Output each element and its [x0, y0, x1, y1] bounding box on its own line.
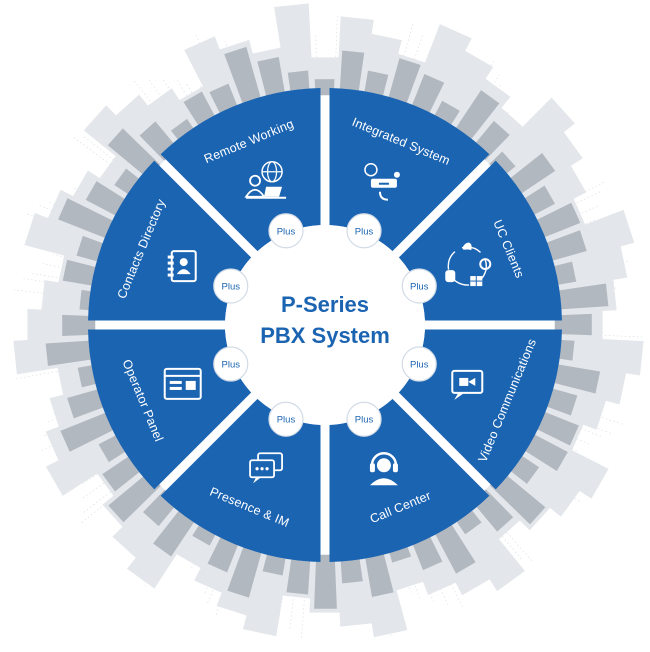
plus-connector: Plus	[401, 268, 437, 304]
plus-connector: Plus	[346, 401, 382, 437]
radial-bar	[432, 519, 476, 574]
segment-operator-panel	[88, 329, 252, 490]
plus-label: Plus	[410, 360, 429, 371]
segment-contacts-directory	[88, 160, 252, 321]
radial-bar	[531, 409, 579, 446]
remote-worker-icon	[244, 160, 287, 199]
radial-bar	[58, 198, 119, 241]
ray-line	[401, 32, 424, 98]
segment-video-communications	[398, 329, 562, 490]
ray-line	[278, 562, 289, 621]
radial-bar	[489, 471, 546, 525]
radial-bar	[153, 505, 198, 557]
radial-bar	[62, 314, 96, 337]
video-call-icon	[451, 369, 484, 400]
ray-line	[83, 472, 136, 513]
ray-line	[479, 508, 524, 562]
segment-uc-clients	[398, 160, 562, 321]
ray-line	[82, 135, 137, 178]
radial-bar	[339, 50, 365, 98]
hub-circle	[225, 225, 425, 425]
crm-server-icon	[364, 162, 400, 201]
plus-label: Plus	[277, 415, 296, 426]
headset-agent-icon	[369, 452, 398, 486]
chat-bubbles-icon	[249, 452, 283, 484]
plus-connector: Plus	[213, 268, 249, 304]
radial-bar	[452, 90, 500, 145]
radial-bar	[364, 547, 394, 597]
plus-label: Plus	[277, 226, 296, 237]
segment-integrated-system	[329, 88, 490, 252]
radial-bar	[386, 58, 421, 110]
radial-bar	[552, 283, 609, 310]
plus-connector: Plus	[401, 346, 437, 382]
plus-connector: Plus	[268, 213, 304, 249]
radial-bar	[314, 554, 337, 609]
segment-call-center	[329, 398, 490, 562]
plus-label: Plus	[222, 281, 241, 292]
plus-connector: Plus	[268, 401, 304, 437]
radial-bar	[505, 152, 556, 198]
radial-bar	[552, 336, 644, 376]
plus-label: Plus	[410, 281, 429, 292]
plus-connector: Plus	[213, 346, 249, 382]
radial-bar	[519, 431, 568, 472]
radial-bar	[540, 230, 587, 263]
plus-label: Plus	[355, 415, 374, 426]
radial-bar	[45, 340, 98, 366]
radial-bar	[60, 410, 119, 452]
browser-window-icon	[163, 367, 202, 400]
radial-bar	[62, 259, 103, 287]
radial-bar	[286, 552, 311, 595]
segment-presence-im	[160, 398, 321, 562]
radial-bar	[531, 202, 581, 240]
radial-bar	[108, 472, 161, 523]
hub-title-line1: P-Series	[281, 292, 369, 317]
plus-label: Plus	[222, 360, 241, 371]
radial-bar	[224, 46, 263, 110]
plus-connector: Plus	[346, 213, 382, 249]
radial-bar	[257, 56, 286, 103]
platforms-icon	[445, 242, 492, 287]
segment-remote-working	[160, 88, 321, 252]
radial-bar	[554, 313, 592, 336]
radial-bar	[227, 540, 264, 598]
radial-bar	[547, 363, 601, 394]
radial-bar	[107, 128, 161, 179]
decorative-bars	[13, 3, 644, 638]
plus-label: Plus	[355, 226, 374, 237]
hub-title-line2: PBX System	[260, 323, 390, 348]
address-book-icon	[167, 250, 197, 283]
